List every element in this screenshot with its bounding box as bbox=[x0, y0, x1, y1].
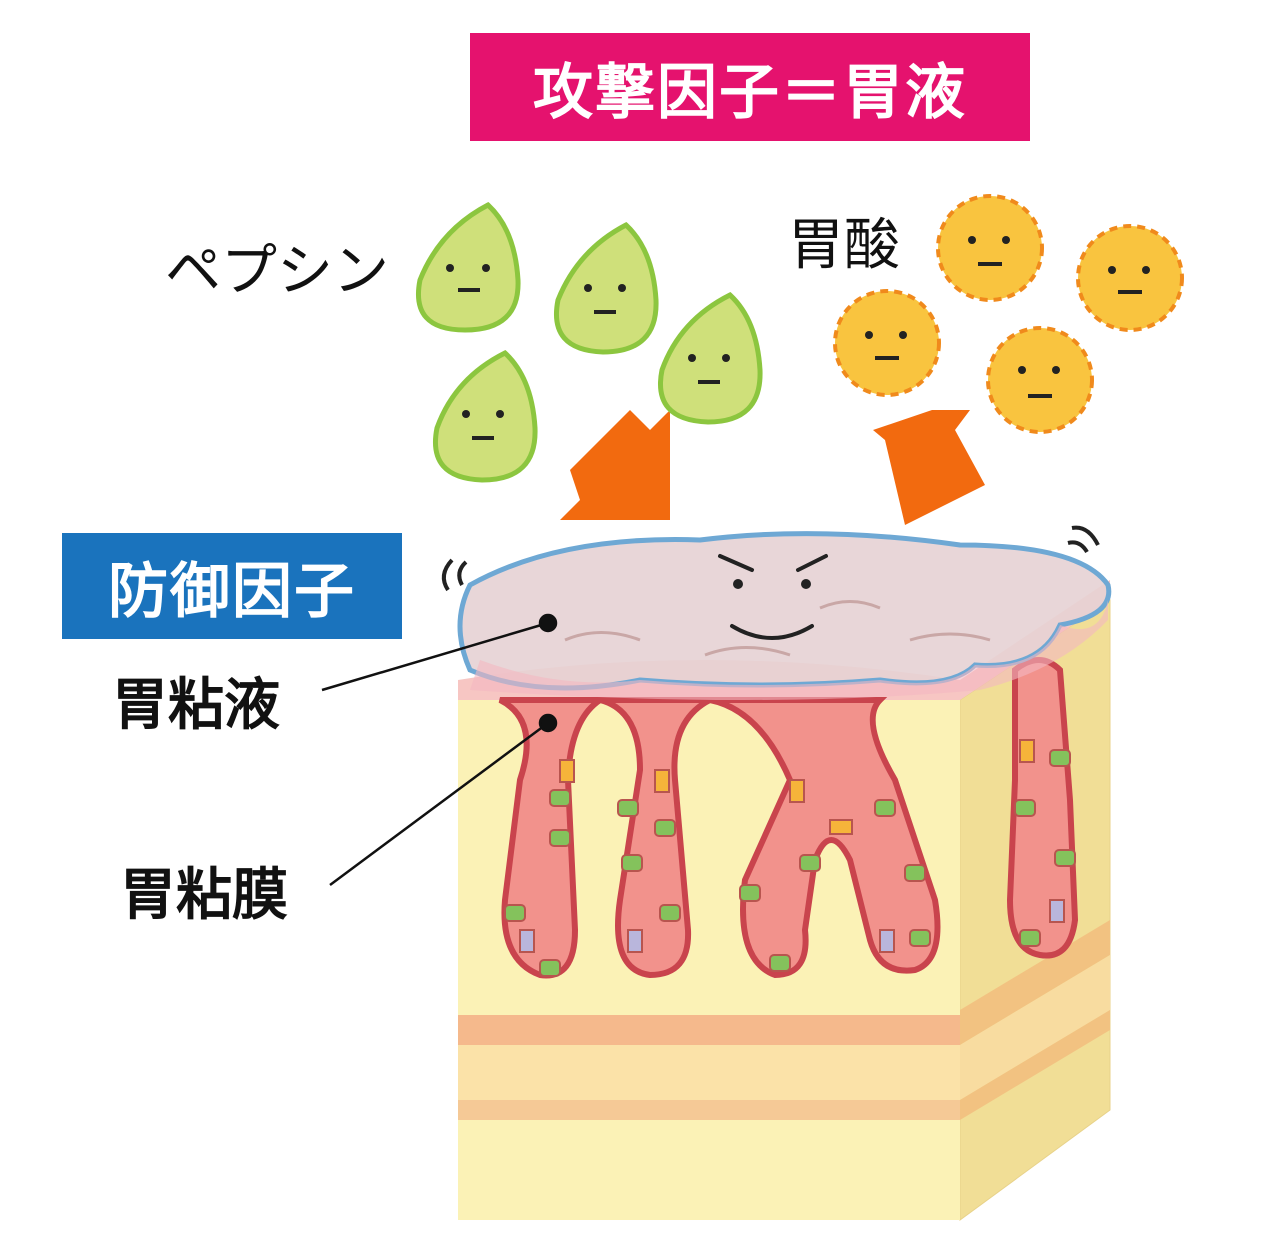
gland-cells bbox=[504, 739, 1076, 977]
gastric-mucus-label: 胃粘液 bbox=[112, 673, 280, 738]
defense-factor-title: 防御因子 bbox=[62, 533, 402, 639]
label-pointer-lines bbox=[321, 613, 558, 887]
attack-factor-title: 攻撃因子＝胃液 bbox=[470, 33, 1030, 141]
pepsin-droplet-icon bbox=[416, 201, 763, 483]
mucus-face-icon bbox=[718, 554, 828, 640]
gastric-acid-sun-icon bbox=[833, 194, 1184, 434]
gastric-mucosa-label: 胃粘膜 bbox=[120, 863, 288, 928]
gastric-glands bbox=[498, 657, 1079, 979]
mucus-layer bbox=[441, 525, 1112, 700]
gastric-acid-label: 胃酸 bbox=[788, 213, 900, 278]
pepsin-faces bbox=[446, 264, 730, 440]
pepsin-label: ペプシン bbox=[165, 239, 389, 304]
acid-faces bbox=[865, 236, 1150, 398]
down-arrow-icon bbox=[560, 410, 985, 525]
